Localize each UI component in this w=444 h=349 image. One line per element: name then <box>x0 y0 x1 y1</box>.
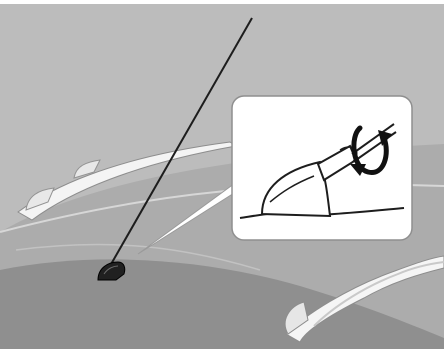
detail-callout <box>232 96 412 240</box>
